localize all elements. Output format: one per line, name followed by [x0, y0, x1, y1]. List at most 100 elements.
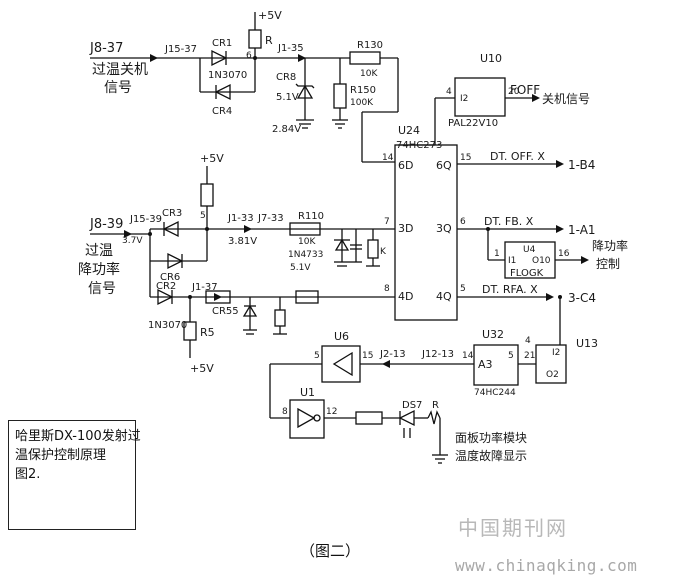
- label-4q: 4Q: [436, 290, 452, 303]
- label-cr2: CR2: [156, 281, 176, 292]
- label-r-top-pin: 6: [246, 51, 252, 61]
- label-plus5v-mid: +5V: [200, 152, 224, 165]
- zener-cr55: [242, 304, 258, 317]
- fault-indicator-chain: U13 4 I2 O2 U32 A3 14 5 21 74HC244 J2-13…: [269, 295, 598, 464]
- label-cr3: CR3: [162, 208, 182, 219]
- label-j1-33: J1-33: [227, 213, 254, 224]
- label-u4: U4: [523, 245, 536, 255]
- label-u10-out: 20: [508, 87, 520, 97]
- resistor-series-4d: [295, 290, 319, 304]
- label-ds7: DS7: [402, 400, 422, 411]
- chip-u1: [289, 399, 325, 439]
- diode-cr1: [211, 49, 228, 67]
- label-cr4: CR4: [212, 106, 232, 117]
- label-pin14: 14: [382, 153, 394, 163]
- label-r-mid-pin: 5: [200, 211, 206, 221]
- label-u10: U10: [480, 52, 502, 65]
- u6-buffer-symbol: [332, 351, 353, 377]
- label-3-7v: 3.7V: [122, 236, 143, 246]
- label-j8-37: J8-37: [89, 41, 123, 56]
- label-u4-pin16: 16: [558, 249, 570, 259]
- label-dt-fb: DT. FB. X: [484, 215, 534, 228]
- label-dt-fb-dest: 1-A1: [568, 223, 596, 237]
- label-u4-i1: I1: [508, 256, 516, 266]
- label-u10-i2: I2: [460, 94, 468, 104]
- watermark-url: www.chinaqking.com: [455, 556, 638, 575]
- title-box: 哈里斯DX-100发射过 温保护控制原理 图2.: [8, 420, 141, 530]
- label-u1-pin12: 12: [326, 407, 337, 417]
- label-u32: U32: [482, 328, 504, 341]
- label-3q: 3Q: [436, 222, 452, 235]
- chip-u32: [473, 344, 519, 386]
- label-pin7: 7: [384, 217, 390, 227]
- label-pin5: 5: [460, 284, 466, 294]
- resistor-k: [367, 239, 379, 259]
- label-j1-37: J1-37: [191, 282, 218, 293]
- label-r150: R150: [350, 85, 376, 96]
- label-cr2-part: 1N3070: [148, 320, 187, 331]
- title-line-3: 图2.: [15, 467, 41, 482]
- label-dt-rfa: DT. RFA. X: [482, 283, 538, 296]
- label-overheat-shutdown-2: 信号: [104, 80, 132, 96]
- label-pin6: 6: [460, 217, 466, 227]
- zener-mid: [334, 238, 350, 251]
- label-u32-pin21: 21: [524, 351, 535, 361]
- label-r110-val: 10K: [298, 237, 316, 247]
- label-pin15: 15: [460, 153, 471, 163]
- label-u32-part: 74HC244: [474, 388, 516, 398]
- label-plus5v-bot: +5V: [190, 362, 214, 375]
- label-plus5v-top: +5V: [258, 9, 282, 22]
- label-j12-13: J12-13: [421, 349, 454, 360]
- title-line-1: 哈里斯DX-100发射过: [15, 429, 141, 444]
- schematic-diagram: J8-37 J15-37 过温关机 信号 CR1 1N3070 CR4 +5V …: [78, 9, 628, 464]
- label-overheat-reduce-3: 信号: [88, 281, 116, 297]
- label-shutdown-signal: 关机信号: [542, 92, 590, 106]
- chip-u6: [321, 345, 361, 383]
- resistor-led: [355, 411, 383, 425]
- label-j15-39: J15-39: [129, 214, 162, 225]
- label-2-84v: 2.84V: [272, 124, 301, 135]
- label-cr1: CR1: [212, 38, 232, 49]
- label-r-k: K: [380, 247, 387, 257]
- diode-cr4: [214, 83, 231, 101]
- label-u13: U13: [576, 337, 598, 350]
- label-zener-v: 5.1V: [290, 263, 311, 273]
- label-reduce-power-ctrl-2: 控制: [596, 257, 620, 271]
- label-j15-37: J15-37: [164, 44, 197, 55]
- label-u4-pin1: 1: [494, 249, 500, 259]
- watermark-site-name: 中国期刊网: [458, 516, 568, 540]
- resistor-shunt: [274, 309, 286, 327]
- label-foff: FOFF: [510, 83, 540, 97]
- label-r130-val: 10K: [360, 69, 378, 79]
- u1-inverter-symbol: [297, 407, 316, 429]
- label-r110: R110: [298, 211, 324, 222]
- label-overheat-shutdown-1: 过温关机: [92, 62, 148, 78]
- label-r150-val: 100K: [350, 98, 374, 108]
- mid-overheat-reduce-circuit: +5V 5 J8-39 J15-39 3.7V 过温 降功率 信号 CR3 CR…: [78, 152, 395, 375]
- label-r-top: R: [265, 34, 273, 47]
- label-j7-33: J7-33: [257, 213, 284, 224]
- led-ds7: [398, 409, 415, 427]
- label-dt-off: DT. OFF. X: [490, 150, 545, 163]
- title-line-2: 温保护控制原理: [15, 448, 107, 463]
- label-u4-o10: O10: [532, 256, 551, 266]
- label-u6-out: 5: [314, 351, 320, 361]
- label-u32-a3: A3: [478, 358, 493, 371]
- label-r130: R130: [357, 40, 383, 51]
- label-cr8: CR8: [276, 72, 296, 83]
- label-cr55: CR55: [212, 306, 239, 317]
- label-u13-pin4: 4: [525, 336, 531, 346]
- label-u24-part: 74HC273: [396, 140, 442, 151]
- label-u6-in: 15: [362, 351, 373, 361]
- diode-cr2: [157, 288, 174, 306]
- label-ds7-r: R: [432, 400, 439, 411]
- label-u6: U6: [334, 330, 349, 343]
- chip-u10: [454, 77, 506, 117]
- label-u10-in: 4: [446, 87, 452, 97]
- label-4d: 4D: [398, 290, 413, 303]
- label-3-81v: 3.81V: [228, 236, 257, 247]
- label-j8-39: J8-39: [89, 217, 123, 232]
- u24-outputs: DT. OFF. X 1-B4 DT. FB. X 1-A1 DT. RFA. …: [457, 150, 628, 305]
- label-pal22v10: PAL22V10: [448, 118, 498, 129]
- chip-u24: U24 74HC273 6D 6Q 3D 3Q 4D 4Q 14 15 7 6 …: [382, 124, 471, 321]
